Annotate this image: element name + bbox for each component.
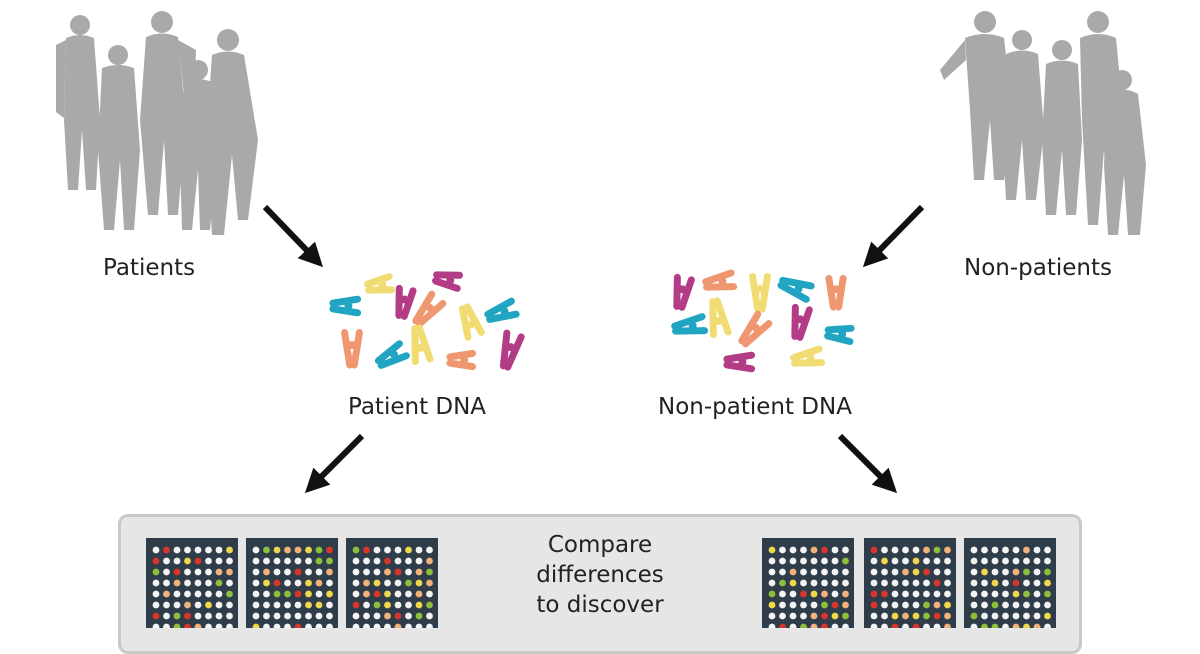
chromosome-icon (329, 295, 362, 317)
chromosome-icon (702, 269, 738, 291)
patient-dna-label: Patient DNA (348, 394, 487, 420)
chromosome-icon (432, 271, 464, 292)
chromosome-icon (723, 351, 756, 373)
chromosome-icon (749, 272, 771, 313)
chromosome-icon (825, 274, 847, 311)
person-silhouette-icon (180, 60, 216, 230)
chromosome-icon (673, 273, 695, 311)
patient-chromosomes (329, 271, 525, 371)
person-silhouette-icon (1042, 40, 1082, 215)
microarray-chip-icon (346, 538, 438, 628)
compare-line: to discover (536, 592, 664, 618)
chromosome-icon (446, 349, 477, 371)
microarray-chip-icon (964, 538, 1056, 628)
chromosome-icon (341, 328, 363, 369)
arrow-icon (837, 433, 898, 494)
non-patients-label: Non-patients (964, 255, 1112, 281)
microarray-chip-icon (864, 538, 956, 628)
person-silhouette-icon (1002, 30, 1044, 200)
illustration (56, 11, 1146, 494)
person-silhouette-icon (940, 11, 1012, 180)
chromosome-icon (374, 340, 410, 369)
chromosome-icon (411, 324, 434, 366)
person-silhouette-icon (1104, 70, 1146, 235)
chromosome-icon (824, 324, 855, 346)
chromosome-icon (791, 303, 813, 341)
arrow-icon (262, 204, 323, 268)
microarray-chip-layer (146, 538, 1056, 628)
compare-line: Compare (547, 532, 653, 558)
compare-line: differences (536, 562, 664, 588)
person-silhouette-icon (56, 15, 100, 190)
chromosome-icon (709, 297, 732, 339)
arrow-icon (304, 433, 365, 494)
non-patient-chromosomes (671, 269, 855, 373)
chromosome-icon (412, 290, 447, 328)
gwas-diagram: Patients Non-patients Patient DNA Non-pa… (56, 11, 1146, 654)
chromosome-icon (738, 310, 773, 348)
compare-text: Compare differences to discover (505, 530, 695, 620)
chromosome-icon (777, 276, 815, 303)
chromosome-icon (499, 329, 525, 371)
non-patients-group-icon (940, 11, 1146, 235)
microarray-chip-icon (146, 538, 238, 628)
chromosome-icon (458, 303, 485, 341)
chromosome-icon (484, 297, 520, 323)
chromosome-icon (364, 273, 396, 294)
patients-label: Patients (103, 255, 196, 281)
microarray-chip-icon (762, 538, 854, 628)
non-patient-dna-label: Non-patient DNA (658, 394, 852, 420)
patients-group-icon (56, 11, 258, 235)
person-silhouette-icon (98, 45, 140, 230)
chromosome-icon (790, 345, 826, 367)
microarray-chip-icon (246, 538, 338, 628)
chromosome-icon (671, 313, 709, 335)
arrow-icon (862, 204, 925, 268)
chromosome-icon (395, 284, 417, 320)
person-silhouette-icon (206, 29, 258, 235)
